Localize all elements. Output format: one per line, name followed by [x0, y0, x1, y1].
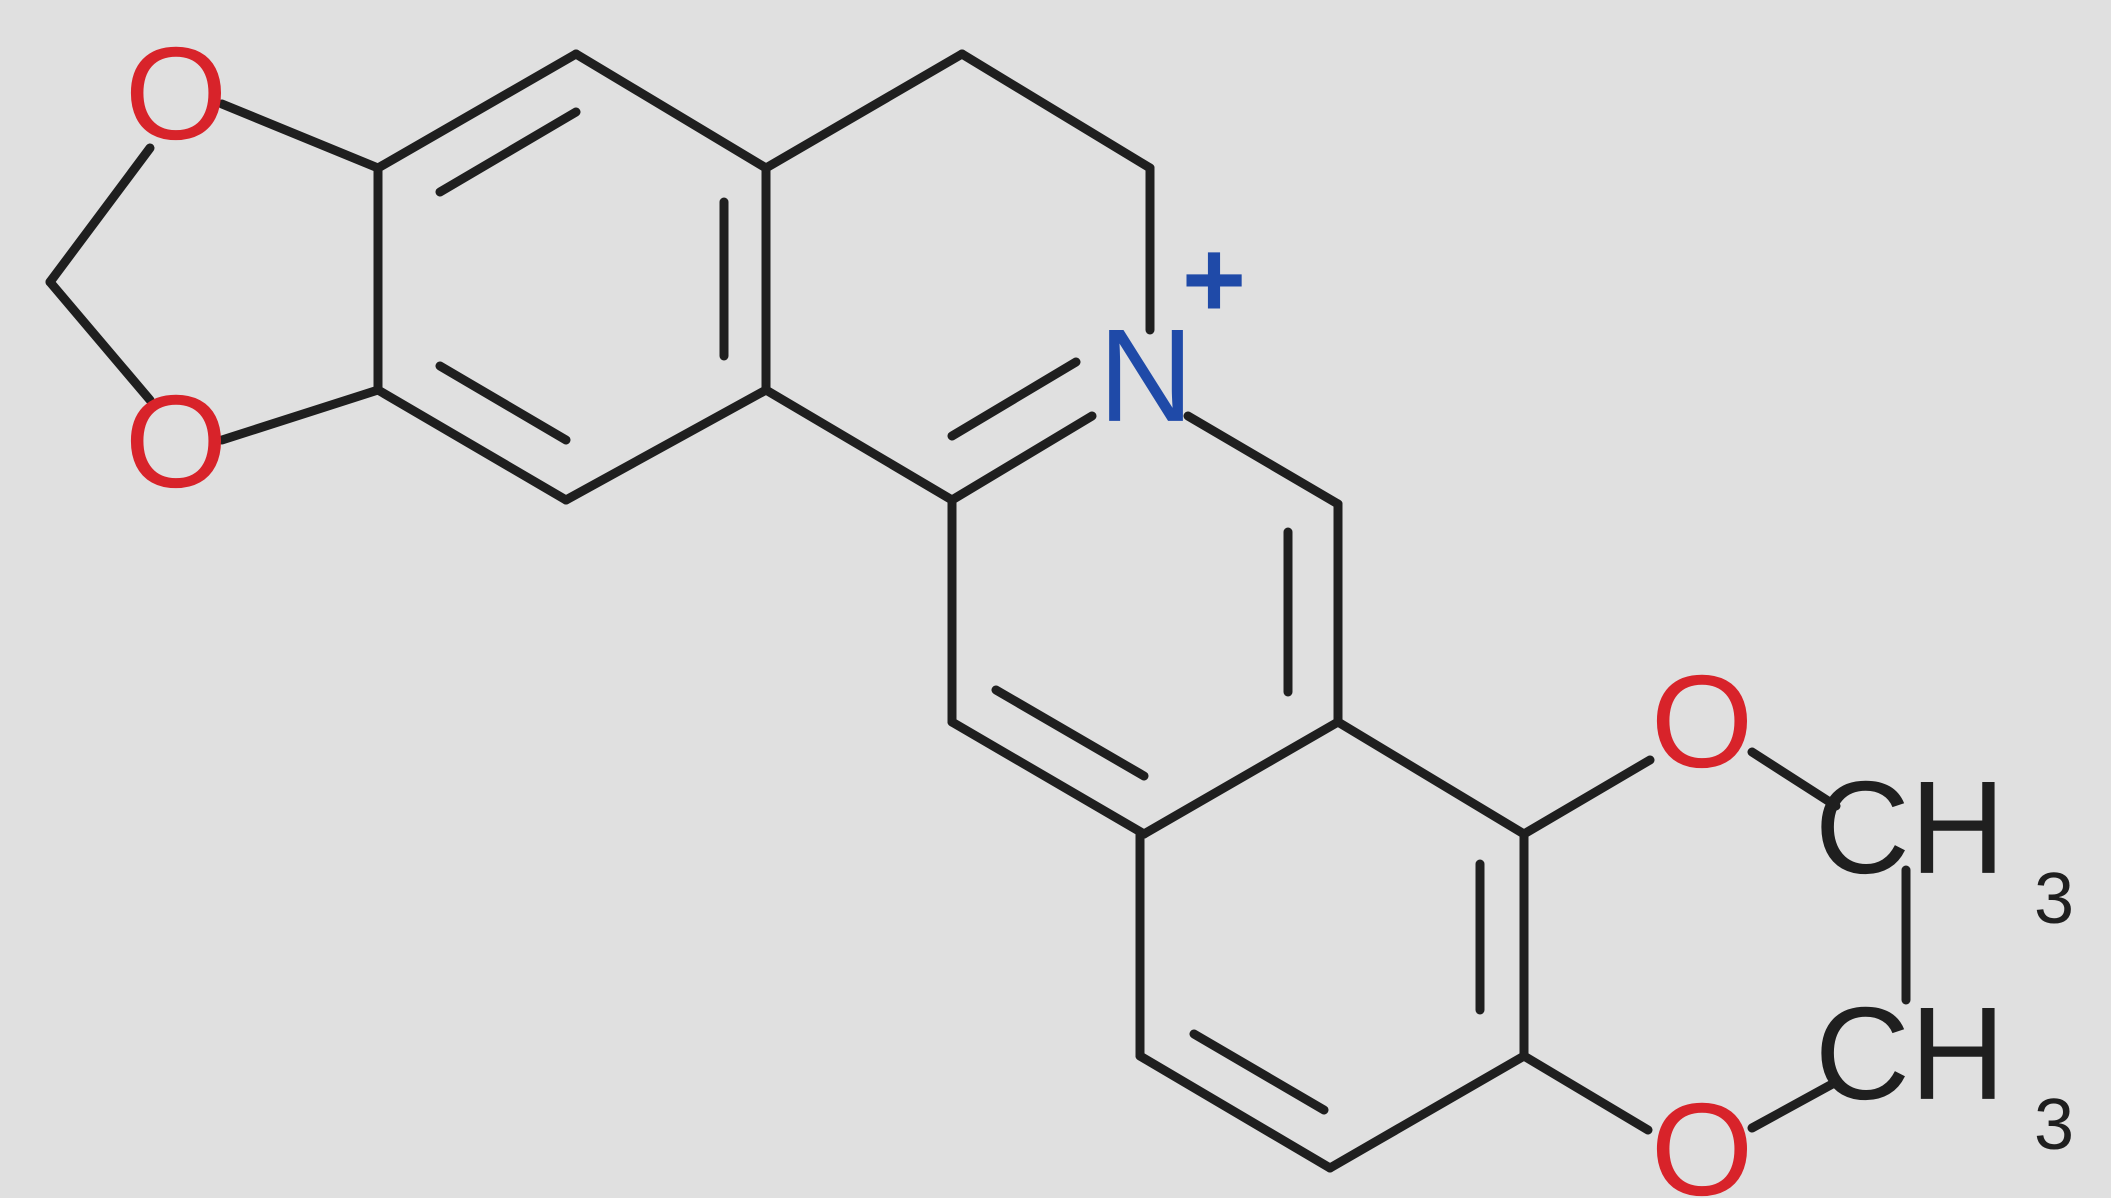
bond-a5 [373, 385, 571, 505]
bond-o4-ch3 [1747, 1077, 1841, 1133]
bond-b1 [761, 49, 967, 173]
bond-o3-ring [1519, 755, 1655, 839]
atom-labels: O O N + O O CH 3 CH 3 [125, 20, 2074, 1198]
bond-a4 [561, 385, 771, 505]
methyl-subscript-bottom: 3 [2034, 1085, 2074, 1165]
oxygen-label-middle: O [125, 368, 228, 515]
nitrogen-label: N [1098, 302, 1193, 449]
nitrogen-charge-label: + [1182, 218, 1246, 341]
bond-o2-ring [217, 385, 383, 445]
bond-b5 [947, 411, 1097, 505]
methyl-subscript-top: 3 [2034, 859, 2074, 939]
bond-d1 [1333, 717, 1529, 839]
oxygen-label-top: O [125, 20, 228, 167]
bond-o1-ring [217, 99, 383, 173]
bond-a-inner1 [435, 107, 581, 197]
bond-c4-inner [991, 685, 1149, 781]
bond-c4 [947, 717, 1149, 839]
bond-ch2-o2 [45, 277, 155, 405]
methyl-label-bottom: CH [1815, 980, 2006, 1127]
methyl-label-top: CH [1815, 754, 2006, 901]
oxygen-label-right-bottom: O [1651, 1076, 1754, 1198]
bond-c1 [1183, 411, 1343, 509]
bond-a1 [373, 49, 581, 173]
bond-b4 [761, 385, 957, 505]
oxygen-label-right-top: O [1651, 648, 1754, 795]
bond-a2 [571, 49, 771, 173]
bond-c3 [1139, 717, 1343, 839]
bond-d4-inner [1189, 1029, 1329, 1115]
bond-b2 [957, 49, 1155, 173]
bond-o4-ring [1519, 1051, 1653, 1135]
bond-a-inner3 [435, 361, 571, 445]
bond-o1-ch2 [45, 143, 155, 287]
bonds [45, 49, 1911, 1173]
bond-d3 [1325, 1051, 1529, 1173]
bond-o3-ch3 [1747, 747, 1841, 811]
bond-b5-double [947, 357, 1081, 441]
bond-d4 [1135, 1051, 1335, 1173]
